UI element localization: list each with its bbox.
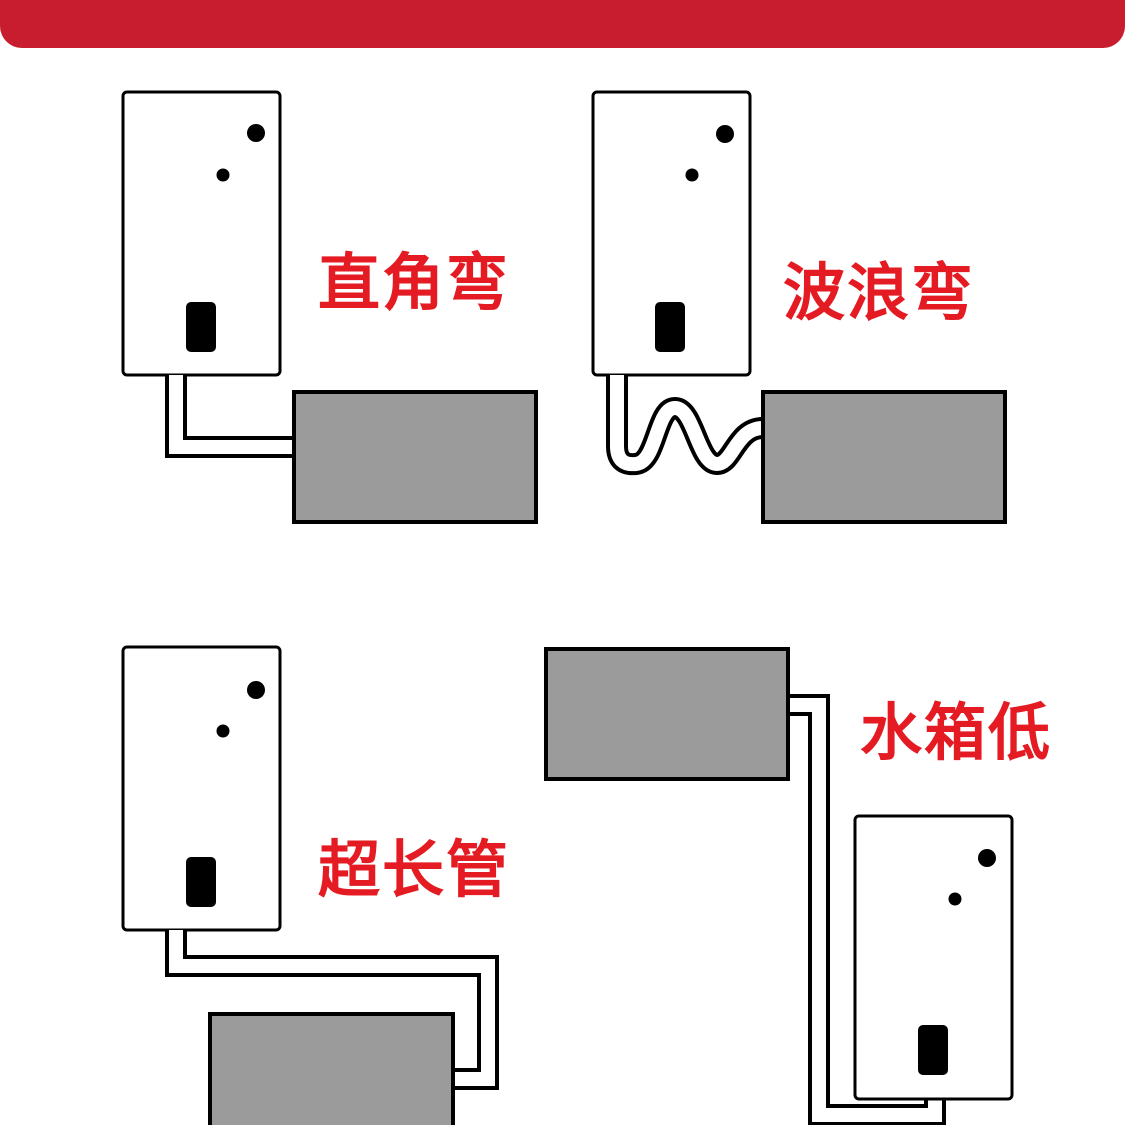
heater-3-indicator-large [247, 681, 265, 699]
heater-2-display [655, 302, 685, 352]
label-low-tank: 水箱低 [860, 696, 1053, 769]
water-tank-1 [292, 390, 538, 524]
water-heater-2 [591, 90, 752, 377]
heater-4-display [918, 1025, 948, 1075]
heater-1-display [186, 302, 216, 352]
water-tank-3 [208, 1012, 455, 1125]
panel-right-angle [121, 90, 538, 524]
label-wave: 波浪弯 [783, 256, 976, 329]
label-right-angle: 直角弯 [318, 246, 511, 319]
pipe-right-angle [165, 375, 293, 458]
heater-4-indicator-large [978, 849, 996, 867]
heater-3-display [186, 857, 216, 907]
panel-low-tank [544, 647, 1014, 1125]
panel-wave [591, 90, 1007, 524]
panel-long-pipe [121, 645, 499, 1125]
water-heater-3 [121, 645, 282, 932]
header-banner [0, 0, 1125, 48]
heater-1-indicator-large [247, 124, 265, 142]
heater-2-indicator-small [685, 168, 699, 182]
label-long-pipe: 超长管 [318, 833, 511, 906]
heater-3-indicator-small [216, 724, 230, 738]
water-tank-2 [761, 390, 1007, 524]
water-heater-1 [121, 90, 282, 377]
heater-4-indicator-small [948, 892, 962, 906]
heater-1-indicator-small [216, 168, 230, 182]
heater-2-indicator-large [716, 125, 734, 143]
water-heater-4 [853, 814, 1014, 1101]
water-tank-4 [544, 647, 790, 781]
